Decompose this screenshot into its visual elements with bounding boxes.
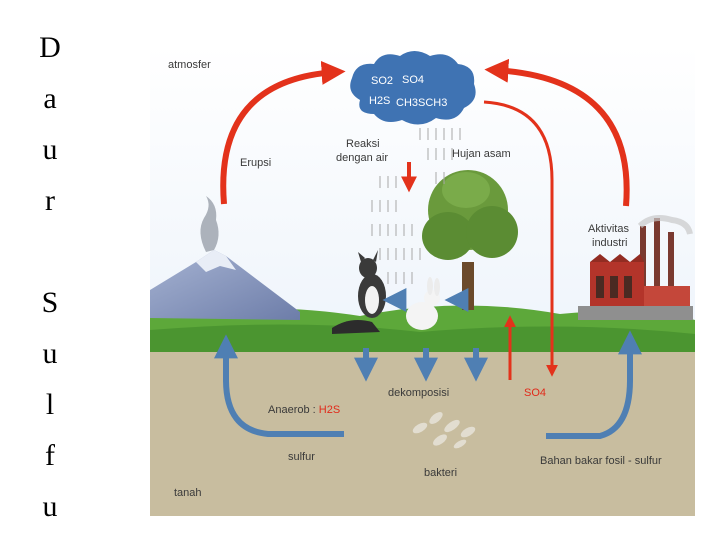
label-dekomposisi: dekomposisi [388,387,449,399]
volcano-snow [196,250,236,272]
volcano [150,250,300,320]
title-letter: u [42,337,58,370]
dog [332,250,386,334]
label-anaerob: Anaerob : H2S [268,404,340,416]
cloud-so2-label: SO2 [371,75,393,87]
volcano-smoke [200,196,219,252]
label-atmosfer: atmosfer [168,59,211,71]
rain [371,128,461,284]
arrow-industri-to-atmosfer [484,58,630,207]
title-letter: r [45,184,55,217]
label-bakteri: bakteri [424,467,457,479]
tree [422,170,518,310]
label-tanah: tanah [174,487,202,499]
arrow-so4-right-down [483,100,558,377]
label-bahan-bakar: Bahan bakar fosil - sulfur [540,455,662,467]
cloud-h2s-label: H2S [369,95,390,107]
factory [578,215,693,320]
label-anaerob-prefix: Anaerob : [268,404,319,416]
arrow-soil-right-up [546,330,642,439]
grass-highlight [150,324,695,352]
cloud-ch3sch3-label: CH3SCH3 [396,97,447,109]
label-aktivitas: Aktivitas [588,223,629,235]
label-reaksi-line2: dengan air [336,152,388,164]
bacteria [412,412,476,449]
vertical-title: D a u r S u l f u [30,22,70,532]
label-industri: industri [592,237,627,249]
label-erupsi: Erupsi [240,157,271,169]
rabbit [406,277,440,330]
arrow-erupsi-to-atmosfer [220,60,346,205]
label-hujan-asam: Hujan asam [452,148,511,160]
label-sulfur: sulfur [288,451,315,463]
label-so4-soil: SO4 [524,387,546,399]
title-letter: a [43,82,57,115]
label-anaerob-h2s: H2S [319,404,340,416]
cloud [350,51,476,125]
title-letter: l [45,388,55,421]
cloud-so4-label: SO4 [402,74,424,86]
title-letter: D [39,31,61,64]
title-letter: u [42,133,58,166]
title-letter: f [45,439,55,472]
title-letter: S [41,286,59,319]
label-reaksi-line1: Reaksi [346,138,380,150]
arrow-soil-left-up [214,334,344,437]
title-letter: u [42,490,58,523]
